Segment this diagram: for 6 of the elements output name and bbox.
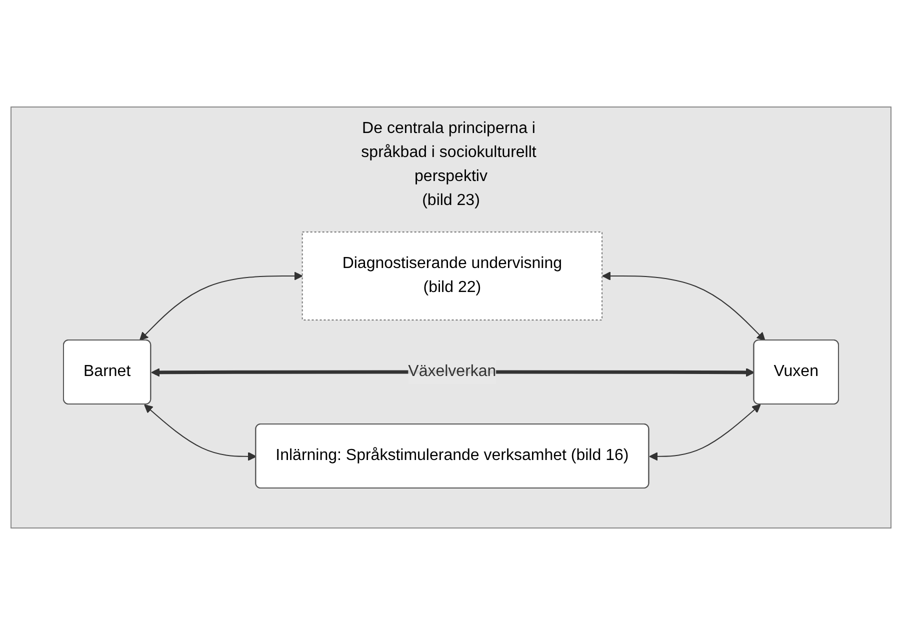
arrow [138, 272, 302, 341]
edge-label: Växelverkan [408, 363, 496, 380]
arrow [144, 404, 256, 461]
arrow [648, 404, 760, 461]
node-box: Diagnostiserande undervisning (bild 22) [301, 232, 602, 320]
arrow [602, 272, 765, 341]
